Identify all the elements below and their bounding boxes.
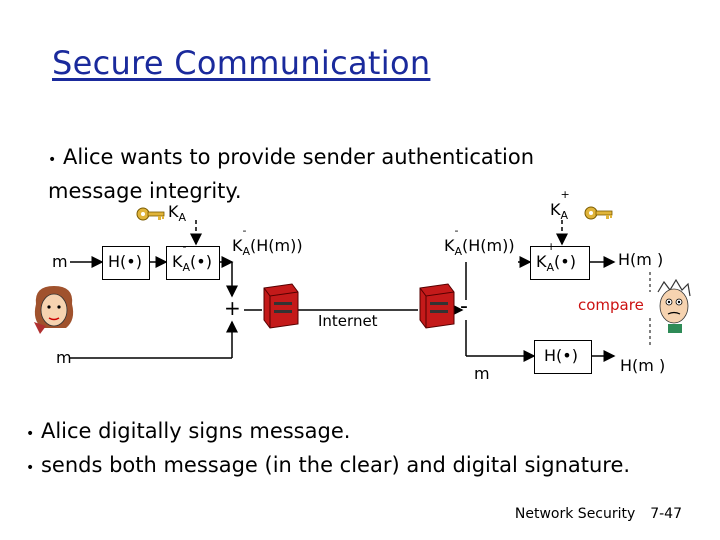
hash-left-label: H(•) — [108, 252, 142, 271]
sign-box-k: K — [172, 252, 183, 271]
bob-icon — [657, 278, 691, 333]
sig-in-sub: A — [454, 245, 463, 259]
public-key-sup: + — [560, 188, 570, 201]
private-key-label: K- A — [168, 190, 187, 225]
bottom-bullet-2-text: sends both message (in the clear) and di… — [40, 453, 631, 477]
private-key-k: K — [168, 202, 179, 221]
sign-box-sub: A — [182, 261, 191, 275]
verify-box-k: K — [536, 252, 547, 271]
sig-out-sup: - — [242, 224, 247, 237]
private-key-sub: A — [178, 211, 187, 225]
verify-box-label: K+ A(•) — [536, 240, 576, 275]
sign-box — [166, 246, 220, 280]
bullet-marker: • — [48, 152, 57, 168]
hm-bottom-label: H(m ) — [620, 356, 666, 375]
intro-line-2: message integrity. — [48, 179, 242, 203]
sign-box-arg: (•) — [190, 252, 212, 271]
m-bottom-right-label: m — [474, 364, 490, 383]
compare-label: compare — [578, 296, 644, 314]
verify-box-sup: + — [546, 240, 556, 253]
hash-right-label: H(•) — [544, 346, 578, 365]
intro-line-1: Alice wants to provide sender authentica… — [62, 145, 535, 169]
signature-in-label: K- A(H(m)) — [444, 224, 515, 259]
m-bottom-left-label: m — [56, 348, 72, 367]
hash-box-right — [534, 340, 592, 374]
public-key-icon — [584, 206, 613, 220]
public-key-sub: A — [560, 209, 569, 223]
bottom-bullet-1-text: Alice digitally signs message. — [40, 419, 351, 443]
sig-out-k: K — [232, 236, 243, 255]
minus-symbol: - — [460, 294, 468, 319]
router-right-icon — [419, 283, 455, 329]
sign-box-label: K- A(•) — [172, 240, 212, 275]
sig-in-k: K — [444, 236, 455, 255]
bottom-bullet-2: • sends both message (in the clear) and … — [26, 450, 630, 484]
sig-in-sup: - — [454, 224, 459, 237]
verify-box-arg: (•) — [554, 252, 576, 271]
router-left-icon — [263, 283, 299, 329]
public-key-k: K — [550, 200, 561, 219]
public-key-label: K+ A — [550, 188, 570, 223]
sign-box-sup: - — [182, 240, 187, 253]
sig-in-arg: (H(m)) — [462, 236, 515, 255]
footer: Network Security 7-47 — [515, 506, 682, 522]
sig-out-arg: (H(m)) — [250, 236, 303, 255]
footer-course: Network Security — [514, 506, 636, 522]
m-left-label: m — [52, 252, 68, 271]
private-key-icon — [136, 207, 165, 221]
bottom-bullet-1: • Alice digitally signs message. — [26, 416, 630, 450]
footer-page-number: 7-47 — [650, 506, 682, 522]
hash-box-left — [102, 246, 150, 280]
intro-bullet: • Alice wants to provide sender authenti… — [48, 142, 534, 207]
slide-title: Secure Communication — [52, 44, 431, 82]
bullet-marker: • — [26, 426, 35, 442]
plus-symbol: + — [224, 296, 241, 320]
hm-top-label: H(m ) — [618, 250, 664, 269]
bullet-marker: • — [26, 460, 35, 476]
sig-out-sub: A — [242, 245, 251, 259]
bottom-bullets: • Alice digitally signs message. • sends… — [26, 416, 630, 484]
signature-out-label: K- A(H(m)) — [232, 224, 303, 259]
internet-label: Internet — [318, 312, 378, 330]
alice-icon — [34, 286, 74, 334]
private-key-sup: - — [178, 190, 183, 203]
verify-box — [530, 246, 590, 280]
verify-box-sub: A — [546, 261, 555, 275]
